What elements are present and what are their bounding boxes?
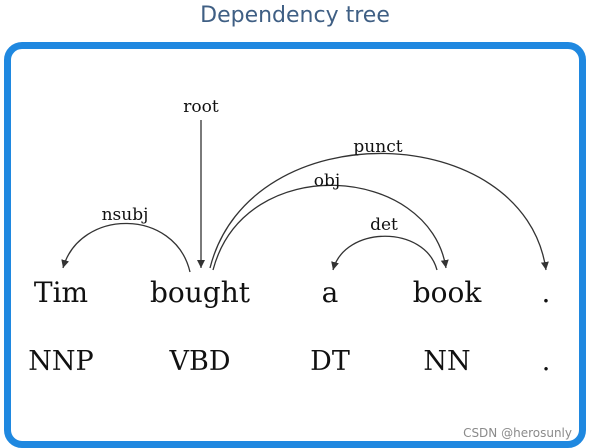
token-word-book: book	[413, 276, 483, 309]
token-tag-vbd: VBD	[169, 346, 231, 377]
arc-punct	[209, 152, 549, 271]
label-nsubj: nsubj	[102, 205, 149, 225]
token-tag-period: .	[542, 346, 551, 377]
token-word-bought: bought	[150, 276, 251, 309]
token-tag-nnp: NNP	[28, 346, 93, 377]
diagram-panel	[4, 42, 586, 448]
label-obj: obj	[314, 171, 340, 191]
label-det: det	[370, 215, 398, 235]
token-tag-dt: DT	[310, 346, 350, 377]
label-punct: punct	[353, 137, 402, 157]
watermark: CSDN @herosunly	[463, 426, 572, 440]
token-word-a: a	[322, 276, 339, 309]
diagram-title: Dependency tree	[200, 3, 390, 28]
label-root: root	[183, 97, 219, 117]
token-word-period: .	[542, 276, 551, 309]
arc-nsubj	[61, 222, 191, 273]
arc-det	[331, 235, 438, 271]
arc-obj	[212, 184, 449, 271]
token-word-tim: Tim	[34, 276, 88, 309]
token-tag-nn: NN	[423, 346, 470, 377]
